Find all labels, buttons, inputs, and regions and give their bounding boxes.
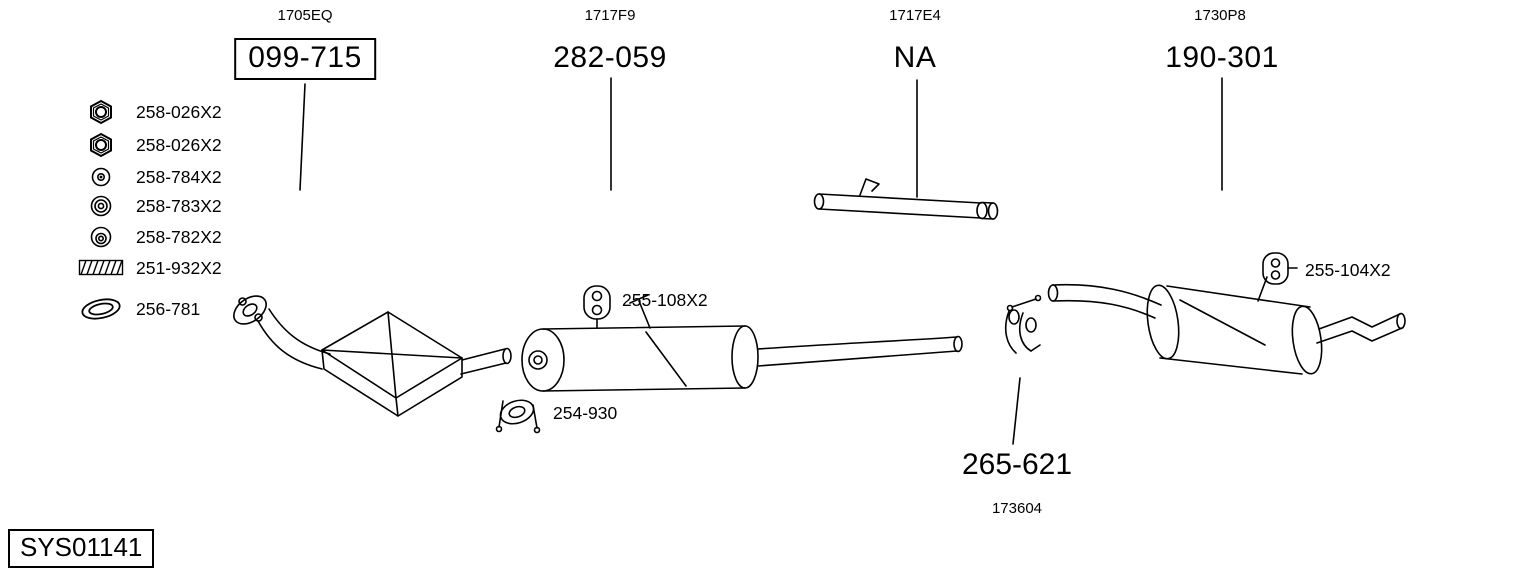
joint-clamp — [1004, 294, 1042, 354]
side-part-row: 258-784X2 — [76, 161, 222, 193]
callout-clamp[interactable]: 254-930 — [553, 403, 618, 423]
catalytic-converter — [321, 311, 463, 417]
mid-hanger-icon — [583, 285, 611, 328]
rear-muffler — [1146, 284, 1323, 375]
rear-inlet-pipe — [1047, 283, 1162, 319]
ref-code-1730P8: 1730P8 — [1194, 7, 1246, 24]
rear-tailpipe — [1316, 312, 1406, 344]
part-number[interactable]: 256-781 — [136, 298, 201, 319]
part-number-282-059[interactable]: 282-059 — [553, 41, 667, 74]
side-part-row: 256-781 — [76, 293, 200, 325]
callout-hanger-mid[interactable]: 255-108X2 — [622, 290, 708, 310]
leader-line-099-715 — [299, 83, 306, 191]
diagram-code-badge: SYS01141 — [8, 529, 155, 568]
leader-line-265-621 — [1012, 377, 1021, 445]
grommet-icon — [76, 226, 126, 248]
hex-nut-icon — [76, 132, 126, 158]
washer-icon — [76, 167, 126, 187]
gasket-ring-icon — [76, 295, 126, 323]
ref-code-1705EQ: 1705EQ — [277, 7, 333, 24]
ref-code-1717E4: 1717E4 — [889, 7, 941, 24]
part-number[interactable]: 258-782X2 — [136, 226, 222, 247]
rear-hanger-icon — [1257, 252, 1298, 302]
washer-rings-icon — [76, 195, 126, 217]
front-pipe — [257, 308, 331, 370]
ref-code-1717F9: 1717F9 — [584, 7, 636, 24]
center-pipe — [813, 178, 999, 220]
part-number[interactable]: 258-783X2 — [136, 195, 222, 216]
side-part-row: 258-782X2 — [76, 221, 222, 253]
part-number[interactable]: 258-784X2 — [136, 166, 222, 187]
callout-joint-ref: 173604 — [991, 500, 1043, 517]
mid-tailpipe — [757, 335, 963, 367]
part-number[interactable]: 258-026X2 — [136, 134, 222, 155]
part-number[interactable]: 258-026X2 — [136, 101, 222, 122]
side-part-row: 258-026X2 — [76, 129, 222, 161]
side-part-row: 258-026X2 — [76, 96, 222, 128]
front-flange — [233, 295, 267, 325]
callout-joint[interactable]: 265-621 — [961, 448, 1073, 481]
side-part-row: 251-932X2 — [76, 252, 222, 284]
side-part-row: 258-783X2 — [76, 190, 222, 222]
part-number[interactable]: 251-932X2 — [136, 257, 222, 278]
middle-muffler — [521, 294, 759, 392]
hex-nut-icon — [76, 99, 126, 125]
clamp-icon — [495, 399, 541, 434]
part-number-na[interactable]: NA — [893, 41, 937, 74]
callout-hanger-rear[interactable]: 255-104X2 — [1305, 260, 1391, 280]
spring-icon — [76, 256, 126, 280]
part-number-190-301[interactable]: 190-301 — [1165, 41, 1279, 74]
part-number-099-715[interactable]: 099-715 — [234, 38, 376, 80]
cat-outlet-pipe — [460, 347, 512, 375]
